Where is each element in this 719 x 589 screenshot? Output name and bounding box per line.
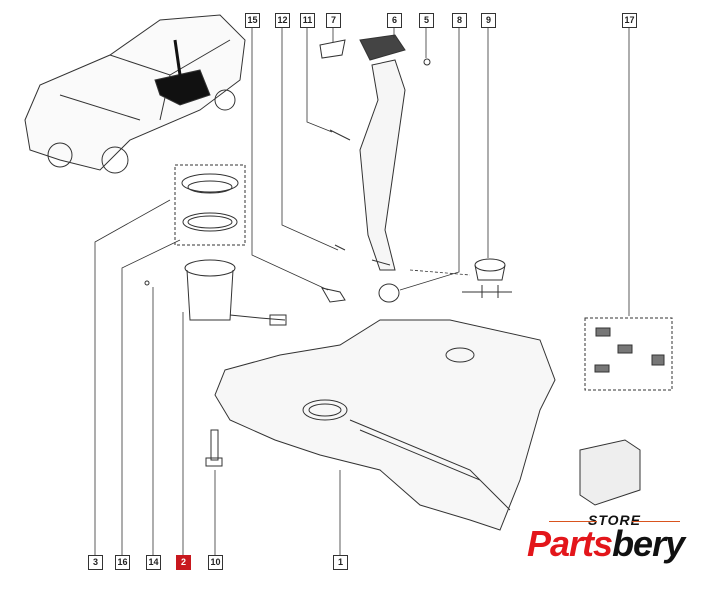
car-illustration [24, 14, 246, 174]
filler-neck [319, 34, 431, 303]
fuel-pump-module [144, 259, 287, 326]
logo-brand: Partsbery [527, 523, 685, 564]
callout-9[interactable]: 9 [481, 13, 496, 28]
callout-12[interactable]: 12 [275, 13, 290, 28]
callout-6[interactable]: 6 [387, 13, 402, 28]
callout-8[interactable]: 8 [452, 13, 467, 28]
bolt [205, 429, 223, 467]
leader-lines [94, 27, 630, 555]
callout-1[interactable]: 1 [333, 555, 348, 570]
partsbery-logo: STORE Partsbery [527, 512, 702, 574]
logo-brand-red: Parts [527, 523, 613, 564]
lock-ring-and-seal [174, 164, 246, 246]
charcoal-canister [579, 317, 673, 506]
callout-15[interactable]: 15 [245, 13, 260, 28]
callout-10[interactable]: 10 [208, 555, 223, 570]
fuel-tank [214, 319, 556, 531]
callout-16[interactable]: 16 [115, 555, 130, 570]
callout-14[interactable]: 14 [146, 555, 161, 570]
callout-7[interactable]: 7 [326, 13, 341, 28]
callout-11[interactable]: 11 [300, 13, 315, 28]
callout-17[interactable]: 17 [622, 13, 637, 28]
callout-5[interactable]: 5 [419, 13, 434, 28]
logo-brand-black: bery [612, 523, 685, 564]
callout-2-highlighted[interactable]: 2 [176, 555, 191, 570]
hose-clamp [462, 258, 512, 298]
logo-store-text: STORE [527, 512, 702, 528]
callout-3[interactable]: 3 [88, 555, 103, 570]
